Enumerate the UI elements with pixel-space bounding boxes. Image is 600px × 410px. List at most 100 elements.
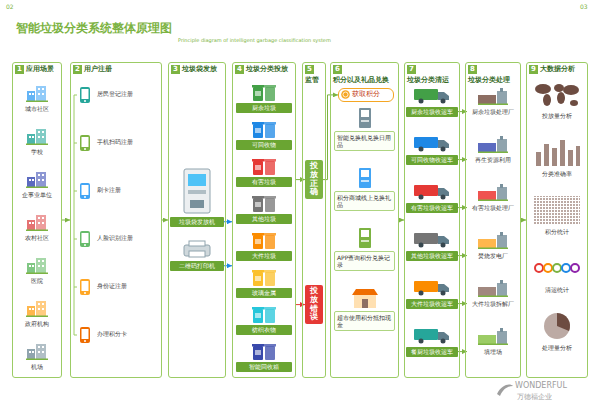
node-text: 智能回收箱 [237,363,291,371]
node-text: 二维码打印机 [171,262,223,270]
item-label: 身份证注册 [96,281,158,290]
status-bar: 投放错误 [305,285,323,324]
panel-header: 2用户注册 [71,63,161,76]
stage-panel: 2用户注册居民登记注册手机扫码注册刷卡注册人脸识别注册身份证注册办理积分卡 [70,62,162,378]
item-label: 农村社区 [14,233,60,242]
item-tag: 大件垃圾 [236,251,292,261]
building-icon [26,344,48,360]
node-text: 大件垃圾 [237,252,291,260]
item-tag: 可回收物收运车 [406,155,458,165]
device-icon [80,135,90,151]
node-text: 医院 [15,277,59,284]
device-icon [80,183,90,199]
node-text: 填埋场 [468,348,518,355]
plant-icon [478,136,508,153]
bin-icon [252,344,276,360]
item-tag: 其他垃圾 [236,214,292,224]
diagram-title: 智能垃圾分类系统整体原理图 [16,20,172,37]
bin-icon [252,85,276,101]
truck-icon [414,137,449,152]
truck-icon [414,185,449,200]
device-icon [80,279,90,295]
item-tag: 玻璃金属 [236,288,292,298]
node-text: 可回收物 [237,141,291,149]
node-text: 有害垃圾 [237,178,291,186]
node-text: 投放量分析 [529,112,585,119]
plant-icon [478,328,508,345]
item-label: 人脸识别注册 [96,233,158,242]
item-label: 企事业单位 [14,190,60,199]
info-box: 超市使用积分抵扣现金 [334,311,395,331]
item-tag: 厨余垃圾 [236,103,292,113]
item-label: 学校 [14,147,60,156]
app-icon [359,228,371,248]
plant-icon [478,232,508,249]
panel-header: 9大数据分析 [527,63,587,76]
node-text: 厨余垃圾收运车 [407,108,457,116]
step-heading: 监管 [305,76,319,85]
item-tag: 大件垃圾收运车 [406,299,458,309]
node-text: 厨余垃圾处理厂 [468,108,518,115]
panel-header: 4垃圾分类投放 [233,63,295,76]
node-text: 大件垃圾拆解厂 [468,300,518,307]
item-tag: 有害垃圾 [236,177,292,187]
step-number: 7 [407,65,416,74]
node-text: 获取积分 [352,91,391,99]
coin-icon [341,90,350,99]
node-text: 处理量分析 [529,344,585,351]
item-tag: 厨余垃圾收运车 [406,107,458,117]
node-text: 可回收物收运车 [407,156,457,164]
logo-mark [497,385,513,396]
node-text: 机场 [15,363,59,370]
item-label: 手机扫码注册 [96,137,158,146]
stage-panel: 5监管投放正确投放错误 [302,62,326,378]
step-number: 9 [529,65,538,74]
step-heading: 垃圾分类清运 [407,76,449,85]
item-label: 积分统计 [528,227,586,236]
step-number: 8 [468,65,477,74]
panel-header: 1应用场景 [13,63,61,76]
step-number: 5 [305,65,314,74]
node-text: 有害垃圾收运车 [407,204,457,212]
item-tag: 智能回收箱 [236,362,292,372]
watermark: WONDERFUL [515,381,567,390]
node-text: 办理积分卡 [97,330,157,337]
info-box: 智能兑换机兑换日用品 [334,131,395,151]
pie-chart [544,313,570,339]
item-label: 再生资源利用 [467,155,519,164]
step-heading: 垃圾分类投放 [246,65,288,74]
item-label: 焚烧发电厂 [467,251,519,260]
panel-header: 5 监管 [303,63,325,87]
item-tag: 可回收物 [236,140,292,150]
item-label: 机场 [14,362,60,371]
node-text: 手机扫码注册 [97,138,157,145]
node-text: 其他垃圾收运车 [407,252,457,260]
node-text: 餐厨垃圾收运车 [407,348,457,356]
step-number: 2 [73,65,82,74]
building-icon [26,258,48,274]
step-heading: 积分以及礼品兑换 [333,76,389,85]
step-number: 6 [333,65,342,74]
node-text: 政府机构 [15,320,59,327]
node-text: 学校 [15,148,59,155]
step-number: 3 [171,65,180,74]
map-chart [535,84,579,106]
item-label: 刷卡注册 [96,185,158,194]
item-label: 办理积分卡 [96,329,158,338]
step-heading: 大数据分析 [540,65,575,74]
info-box: 积分商城线上兑换礼品 [334,191,395,211]
shop-icon [352,289,378,308]
item-label: 厨余垃圾处理厂 [467,107,519,116]
item-label: 居民登记注册 [96,89,158,98]
page-number: 03 [580,3,588,10]
node-text: 农村社区 [15,234,59,241]
stage-panel: 8垃圾分类处理厨余垃圾处理厂再生资源利用有害垃圾处理厂焚烧发电厂大件垃圾拆解厂填… [465,62,521,378]
plant-icon [478,88,508,105]
bracket [74,95,77,335]
stage-panel: 7 垃圾分类清运厨余垃圾收运车可回收物收运车有害垃圾收运车其他垃圾收运车大件垃圾收… [404,62,460,378]
node-text: 人脸识别注册 [97,234,157,241]
subtitle: Principle diagram of intelligent garbage… [178,37,331,43]
node-text: 企事业单位 [15,191,59,198]
item-tag: 纺织衣物 [236,325,292,335]
item-label: 城市社区 [14,104,60,113]
